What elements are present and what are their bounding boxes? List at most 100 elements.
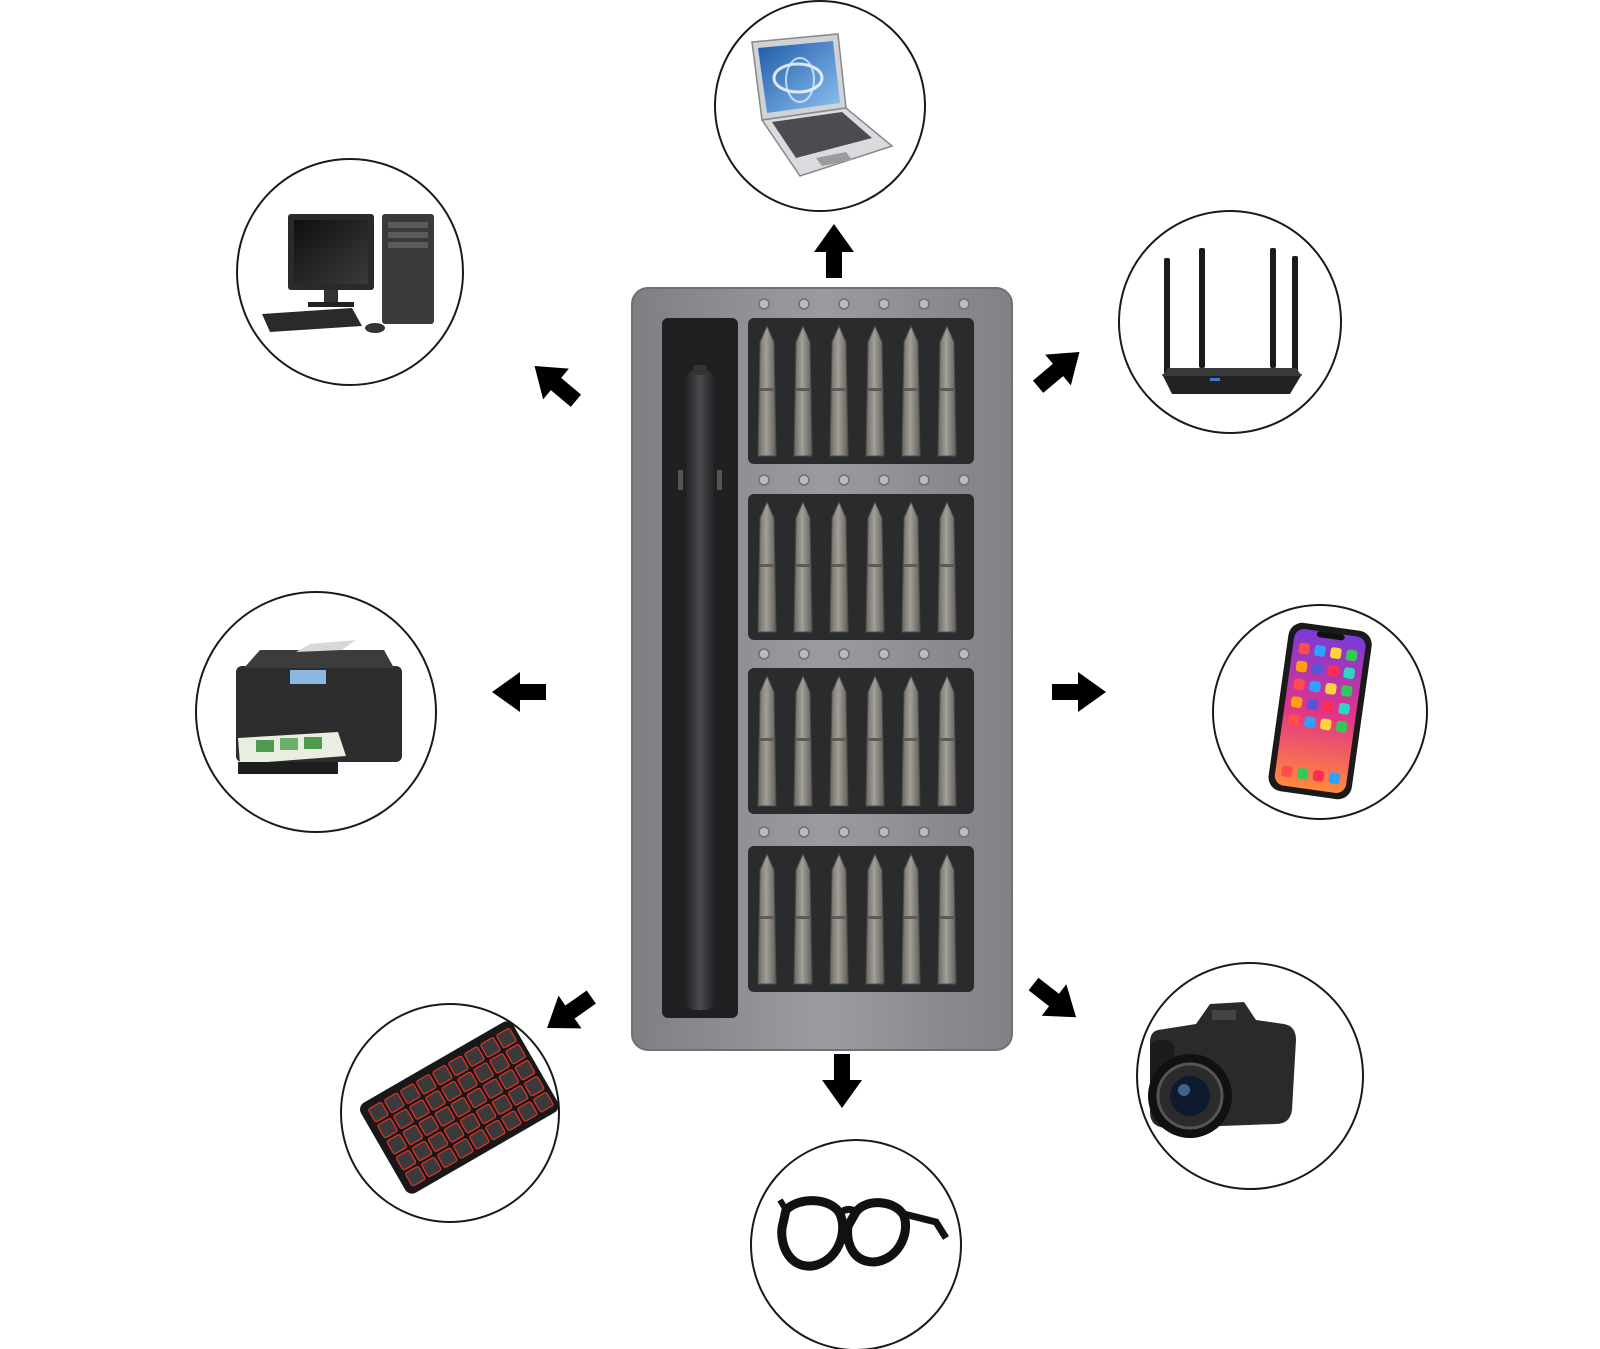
app-icon — [1338, 703, 1350, 715]
screwdriver-bit — [901, 500, 921, 633]
keyboard-key — [416, 1074, 437, 1095]
keyboard-icon — [360, 1021, 559, 1194]
keyboard-key — [466, 1087, 488, 1109]
keyboard-key — [368, 1102, 389, 1123]
keyboard-key — [441, 1081, 462, 1102]
bit-label-dot — [758, 648, 770, 660]
keyboard-keys — [368, 1028, 554, 1187]
screwdriver-handle — [678, 365, 722, 1010]
keyboard-key — [517, 1101, 538, 1122]
device-laptop — [714, 0, 926, 212]
keyboard-key — [434, 1106, 455, 1127]
screwdriver-bit — [793, 852, 813, 985]
screwdriver-bit — [757, 500, 777, 633]
bit-label-dot — [918, 826, 930, 838]
bit-label-dot — [838, 648, 850, 660]
arrow-down-right-icon — [1028, 977, 1077, 1018]
printer-icon — [236, 640, 402, 774]
screwdriver-bit — [937, 852, 957, 985]
keyboard-key — [453, 1138, 474, 1159]
bit-label-dot — [838, 474, 850, 486]
glasses-icon — [777, 1196, 949, 1271]
device-printer — [195, 591, 437, 833]
app-icon — [1295, 660, 1308, 673]
keyboard-key — [443, 1122, 465, 1143]
arrow-left-icon — [492, 672, 546, 712]
keyboard-key — [457, 1071, 478, 1093]
app-icon — [1298, 642, 1310, 655]
arrow-down-left-icon — [547, 990, 596, 1029]
app-icon — [1314, 645, 1326, 657]
device-keyboard — [340, 1003, 560, 1223]
bit-label-dot — [918, 474, 930, 486]
app-icon — [1325, 682, 1337, 695]
bit-label-dot — [878, 474, 890, 486]
app-icon — [1322, 700, 1335, 713]
bit-label-dot — [758, 474, 770, 486]
keyboard-key — [448, 1055, 469, 1077]
screwdriver-bit — [757, 324, 777, 457]
keyboard-key — [405, 1166, 426, 1187]
app-icon — [1311, 662, 1324, 675]
dock-icon — [1312, 770, 1325, 782]
keyboard-key — [469, 1129, 490, 1150]
keyboard-key — [533, 1092, 554, 1113]
keyboard-key — [482, 1078, 504, 1099]
camera-icon — [1148, 1002, 1296, 1138]
router-icon — [1162, 248, 1302, 394]
app-icon — [1343, 667, 1356, 680]
screwdriver-bit — [793, 324, 813, 457]
bit-label-dot — [798, 648, 810, 660]
screwdriver-bit — [937, 674, 957, 807]
keyboard-key — [400, 1083, 421, 1104]
keyboard-key — [485, 1119, 506, 1141]
keyboard-key — [464, 1046, 485, 1067]
screwdriver-bit — [757, 674, 777, 807]
app-icon — [1306, 698, 1319, 711]
keyboard-key — [450, 1097, 471, 1118]
bit-label-dot — [958, 298, 970, 310]
bit-label-dot — [878, 648, 890, 660]
screwdriver-bit — [937, 500, 957, 633]
keyboard-key — [505, 1044, 526, 1065]
dock-icon — [1281, 765, 1293, 778]
keyboard-key — [524, 1076, 545, 1097]
bit-label-dot — [878, 298, 890, 310]
keyboard-key — [395, 1150, 417, 1171]
bit-label-dot — [958, 826, 970, 838]
screwdriver-bit — [865, 674, 885, 807]
app-icon — [1335, 720, 1348, 733]
desktop-computer-icon — [262, 214, 434, 333]
arrow-up-right-icon — [1032, 352, 1080, 393]
device-glasses — [750, 1139, 962, 1349]
device-camera — [1136, 962, 1364, 1190]
arrows — [492, 224, 1106, 1108]
keyboard-key — [393, 1108, 414, 1130]
keyboard-key — [425, 1090, 446, 1111]
bit-label-dot — [918, 648, 930, 660]
screwdriver-bit — [793, 500, 813, 633]
bit-label-dot — [838, 298, 850, 310]
device-wifi-router — [1118, 210, 1342, 434]
bit-label-dot — [958, 648, 970, 660]
keyboard-key — [418, 1115, 439, 1136]
keyboard-key — [480, 1037, 501, 1058]
keyboard-key — [489, 1053, 510, 1074]
keyboard-key — [473, 1062, 494, 1083]
screwdriver-bit — [829, 324, 849, 457]
keyboard-key — [421, 1156, 442, 1178]
keyboard-key — [384, 1092, 405, 1114]
arrow-right-icon — [1052, 672, 1106, 712]
arrow-up-left-icon — [534, 366, 582, 407]
bit-label-dot — [918, 298, 930, 310]
screwdriver-bit — [901, 324, 921, 457]
app-icon — [1327, 665, 1340, 677]
keyboard-key — [411, 1140, 433, 1162]
app-icon — [1309, 680, 1321, 693]
dock-icon — [1296, 767, 1309, 780]
keyboard-key — [460, 1113, 481, 1134]
arrow-up-icon — [814, 224, 854, 278]
keyboard-key — [476, 1103, 497, 1125]
bit-row — [748, 826, 974, 992]
